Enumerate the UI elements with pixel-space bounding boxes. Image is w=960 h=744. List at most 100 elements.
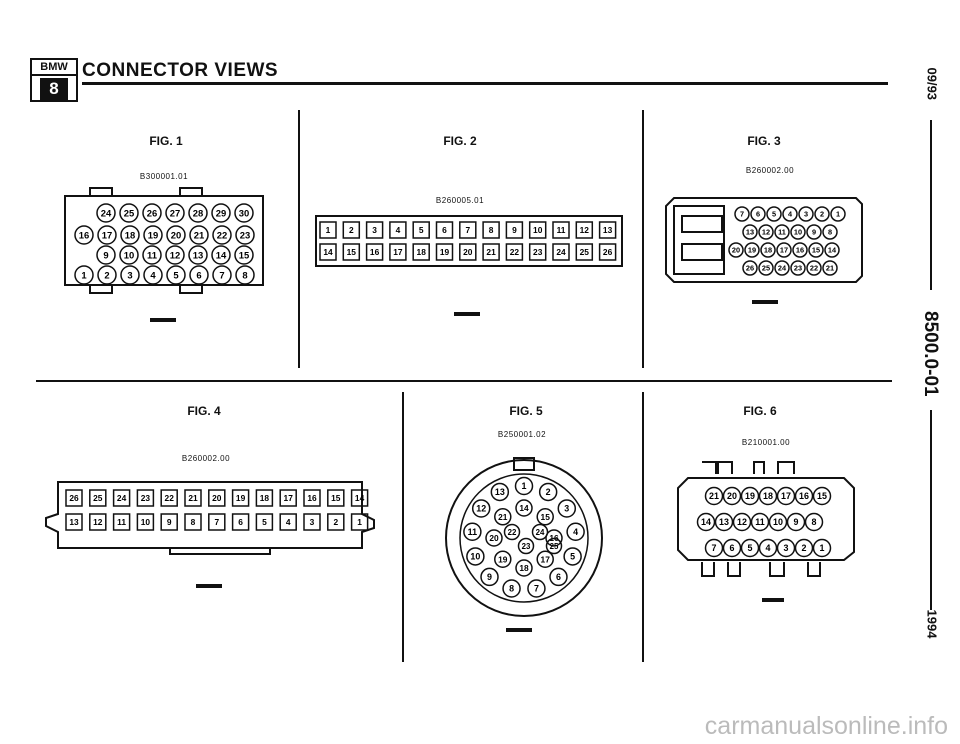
pin-number: 22	[810, 264, 818, 273]
pin-number: 26	[603, 247, 613, 257]
watermark: carmanualsonline.info	[704, 712, 948, 740]
fig5-pin: 23	[517, 537, 535, 555]
pin-number: 4	[286, 517, 291, 527]
fig1-pin: 24	[96, 203, 116, 223]
pin-number: 22	[217, 230, 228, 241]
fig4-pin: 3	[303, 513, 321, 531]
fig4-pin: 10	[136, 513, 155, 531]
fig3-pin: 25	[758, 260, 774, 276]
fig5-pin: 4	[566, 522, 585, 541]
side-rule-1	[930, 120, 932, 290]
fig5-pin: 22	[503, 523, 521, 541]
fig4-pin: 23	[136, 489, 155, 507]
pin-number: 10	[141, 517, 151, 527]
fig6-pin: 17	[776, 486, 796, 506]
pin-number: 5	[748, 543, 753, 553]
fig2-pin: 3	[365, 221, 384, 239]
pin-number: 9	[512, 225, 517, 235]
pin-number: 27	[170, 208, 181, 219]
fig3-code: B260002.00	[745, 166, 795, 175]
fig3-pin: 10	[790, 224, 806, 240]
pin-number: 21	[486, 247, 496, 257]
pin-number: 13	[193, 250, 204, 261]
fig5-pin: 8	[502, 579, 521, 598]
pin-number: 15	[331, 493, 341, 503]
pin-number: 21	[498, 512, 508, 522]
pin-number: 12	[580, 225, 590, 235]
fig1-pin: 2	[97, 265, 117, 285]
pin-number: 5	[570, 552, 575, 562]
fig1-pin: 9	[96, 245, 116, 265]
fig4-pin: 6	[231, 513, 250, 531]
pin-number: 16	[370, 247, 380, 257]
pin-number: 2	[104, 270, 109, 281]
pin-number: 23	[522, 542, 531, 551]
pin-number: 11	[778, 228, 786, 237]
pin-number: 10	[470, 552, 480, 562]
pin-number: 24	[101, 208, 112, 219]
pin-number: 14	[216, 250, 227, 261]
pin-number: 9	[103, 250, 108, 261]
pin-number: 21	[188, 493, 198, 503]
pin-number: 18	[519, 563, 529, 573]
fig6-pin: 18	[758, 486, 778, 506]
fig2-pin: 9	[505, 221, 524, 239]
pin-number: 22	[508, 528, 517, 537]
pin-number: 10	[794, 228, 802, 237]
fig2-pin: 17	[389, 243, 407, 261]
fig2-pin: 6	[435, 221, 454, 239]
fig4-pin: 4	[279, 513, 297, 531]
pin-number: 23	[240, 230, 251, 241]
pin-number: 4	[573, 527, 578, 537]
fig3-pin: 13	[742, 224, 758, 240]
pin-number: 15	[347, 247, 357, 257]
fig4-pin: 8	[184, 513, 202, 531]
fig6-pin: 4	[758, 538, 778, 558]
pin-number: 6	[196, 270, 201, 281]
pin-number: 4	[150, 270, 156, 281]
fig5-pin: 14	[515, 499, 533, 517]
fig6-pin: 13	[714, 512, 734, 532]
fig6-code: B210001.00	[741, 438, 791, 447]
pin-number: 9	[167, 517, 172, 527]
fig2-pin: 10	[528, 221, 547, 239]
fig3-pin: 3	[798, 206, 814, 222]
fig3-pin: 14	[824, 242, 840, 258]
fig1-pin: 7	[212, 265, 232, 285]
fig1-pin: 8	[235, 265, 255, 285]
pin-number: 3	[310, 517, 315, 527]
pin-number: 15	[239, 250, 250, 261]
fig1-pin: 19	[143, 225, 163, 245]
fig1-pin: 6	[189, 265, 209, 285]
fig6-pin: 12	[732, 512, 752, 532]
fig5-pin: 12	[471, 499, 491, 518]
fig5-pin: 11	[463, 522, 482, 541]
fig3-pin: 26	[742, 260, 758, 276]
fig3-pin: 16	[792, 242, 808, 258]
pin-number: 2	[820, 210, 824, 219]
pin-number: 4	[788, 210, 793, 219]
fig1-pin: 13	[188, 245, 208, 265]
side-date: 09/93	[924, 67, 940, 101]
pin-number: 1	[357, 517, 362, 527]
pin-number: 12	[476, 504, 486, 514]
fig3-pin: 8	[822, 224, 838, 240]
fig4-pin: 2	[327, 513, 345, 531]
pin-number: 2	[802, 543, 807, 553]
fig3-pin: 21	[822, 260, 838, 276]
pin-number: 17	[781, 491, 791, 501]
pin-number: 9	[812, 228, 816, 237]
fig6-pin: 3	[776, 538, 796, 558]
pin-number: 22	[165, 493, 175, 503]
fig1-pin: 30	[234, 203, 254, 223]
pin-number: 9	[487, 572, 492, 582]
fig2-pin: 8	[482, 221, 500, 239]
pin-number: 17	[780, 246, 788, 255]
divider-v2	[642, 110, 644, 368]
pin-number: 21	[826, 264, 834, 273]
fig2-pin: 2	[342, 221, 361, 239]
pin-number: 11	[147, 250, 157, 261]
fig3-pin: 20	[728, 242, 744, 258]
